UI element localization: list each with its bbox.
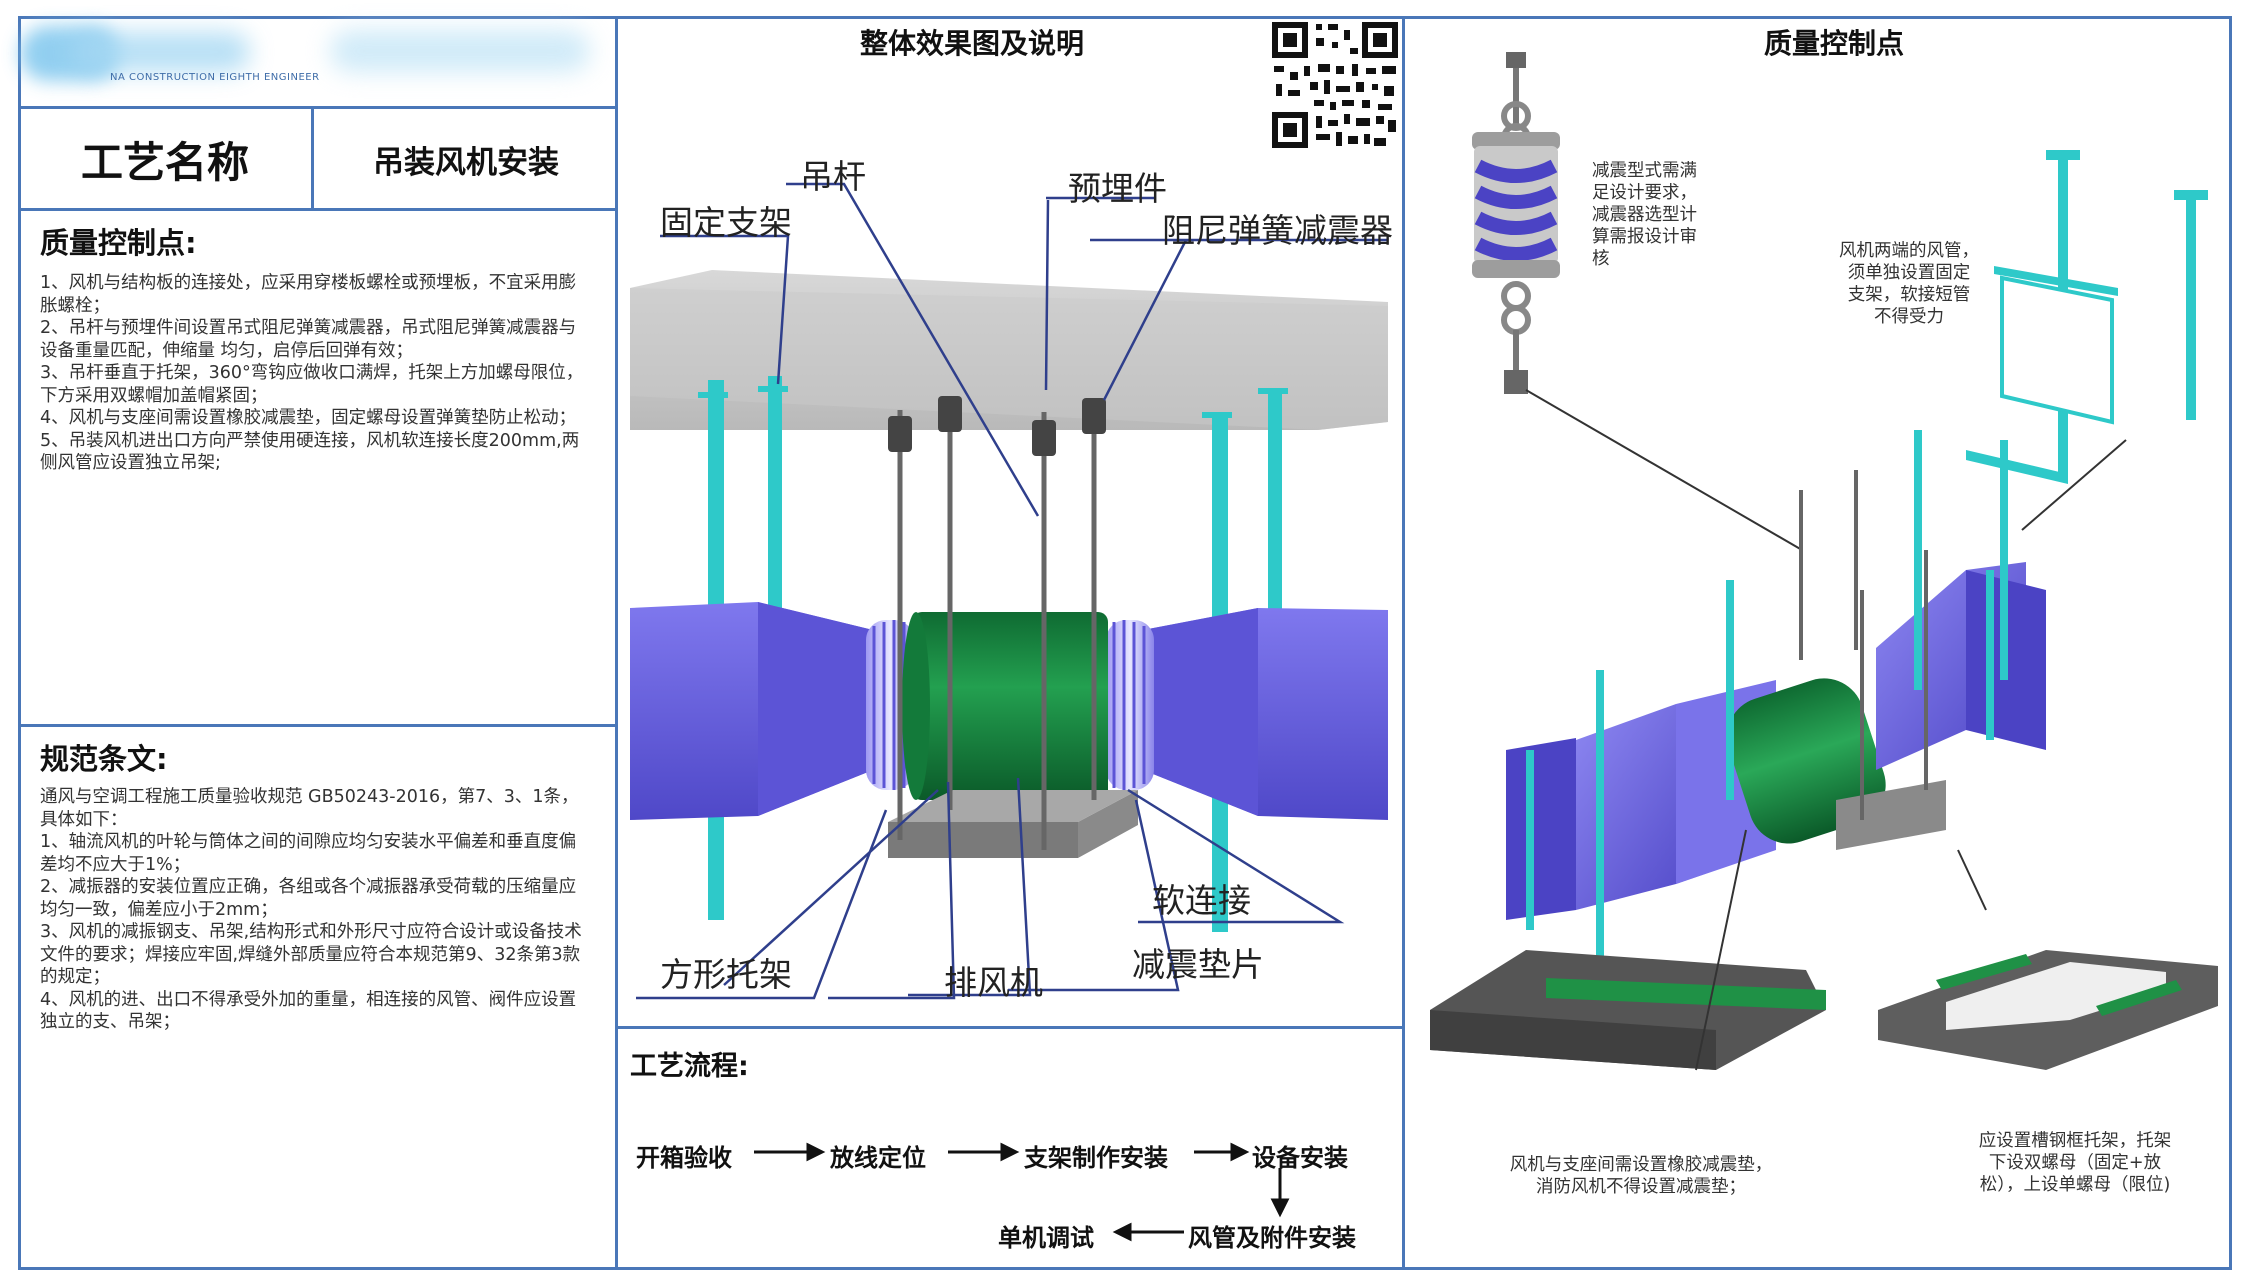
standards-item: 1、轴流风机的叶轮与筒体之间的间隙应均匀安装水平偏差和垂直度偏差均不应大于1%；: [40, 832, 577, 875]
label-hanger-rod: 吊杆: [800, 157, 866, 196]
standards-item: 通风与空调工程施工质量验收规范 GB50243-2016，第7、3、1条，具体如…: [40, 787, 579, 830]
label-embedded-part: 预埋件: [1068, 169, 1167, 208]
right-illustration: [1430, 52, 2218, 1071]
process-name-label: 工艺名称: [80, 137, 249, 187]
name-divider: [18, 208, 618, 211]
overview-illustration: [630, 182, 1388, 1000]
standards-item: 3、风机的减振钢支、吊架,结构形式和外形尺寸应符合设计或设备技术文件的要求；焊接…: [40, 922, 582, 987]
label-fixed-support: 固定支架: [660, 203, 792, 242]
flow-step-support: 支架制作安装: [1024, 1144, 1168, 1172]
pad-closeup-right: [1878, 950, 2218, 1070]
flow-title: 工艺流程:: [630, 1051, 749, 1082]
quality-title: 质量控制点:: [40, 226, 197, 260]
right-panel-frame: [1402, 16, 2232, 1270]
standards-item: 2、减振器的安装位置应正确，各组或各个减振器承受荷载的压缩量应均匀一致，偏差应小…: [40, 877, 577, 920]
quality-item: 4、风机与支座间需设置橡胶减震垫，固定螺母设置弹簧垫防止松动；: [40, 408, 577, 428]
quality-list: 1、风机与结构板的连接处，应采用穿楼板螺栓或预埋板，不宜采用膨胀螺栓； 2、吊杆…: [40, 272, 588, 475]
note-damper: 减震型式需满 足设计要求， 减震器选型计 算需报设计审 核: [1592, 161, 1697, 269]
flow-step-layout: 放线定位: [830, 1144, 926, 1172]
right-title: 质量控制点: [1764, 27, 1905, 60]
label-exhaust-fan: 排风机: [944, 963, 1043, 1002]
flow-step-unpack: 开箱验收: [636, 1144, 732, 1172]
note-duct-support: 风机两端的风管， 须单独设置固定 支架，软接短管 不得受力: [1839, 241, 1979, 327]
quality-item: 3、吊杆垂直于托架，360°弯钩应做收口满焊，托架上方加螺母限位，下方采用双螺帽…: [40, 363, 584, 406]
flow-step-duct: 风管及附件安装: [1188, 1224, 1356, 1252]
label-soft-connector: 软连接: [1152, 881, 1251, 920]
duct-assembly: [1506, 562, 2046, 930]
standards-title: 规范条文:: [40, 742, 168, 776]
flow-step-test: 单机调试: [998, 1224, 1094, 1252]
damper-closeup: [1472, 52, 1803, 551]
header-divider: [18, 106, 618, 109]
note-channel-frame: 应设置槽钢框托架，托架 下设双螺母（固定+放 松），上设单螺母（限位): [1978, 1131, 2172, 1195]
exhaust-fan-body: [912, 612, 1108, 800]
flow-divider: [615, 1026, 1405, 1029]
qr-code-icon[interactable]: [1270, 20, 1400, 150]
label-damping-pad: 减震垫片: [1132, 945, 1264, 984]
label-square-frame: 方形托架: [660, 955, 792, 994]
overview-title: 整体效果图及说明: [860, 27, 1085, 60]
note-rubber-pad: 风机与支座间需设置橡胶减震垫， 消防风机不得设置减震垫；: [1509, 1155, 1773, 1197]
hanger-rods: [897, 396, 1097, 850]
company-logo-blur: NA CONSTRUCTION EIGHTH ENGINEER: [10, 14, 610, 96]
soft-connector-right: [1106, 620, 1154, 790]
process-name-value: 吊装风机安装: [373, 144, 559, 181]
pad-closeup-left: [1430, 950, 1826, 1070]
quality-item: 1、风机与结构板的连接处，应采用穿楼板螺栓或预埋板，不宜采用膨胀螺栓；: [40, 273, 577, 316]
quality-item: 5、吊装风机进出口方向严禁使用硬连接，风机软连接长度200mm,两侧风管应设置独…: [40, 430, 580, 474]
standards-item: 4、风机的进、出口不得承受外加的重量，相连接的风管、阀件应设置独立的支、吊架；: [40, 989, 577, 1033]
flow-arrows: [754, 1142, 1290, 1242]
standards-list: 通风与空调工程施工质量验收规范 GB50243-2016，第7、3、1条，具体如…: [40, 786, 588, 1034]
flow-step-equipment: 设备安装: [1252, 1144, 1348, 1172]
section-divider: [18, 724, 618, 727]
spring-dampers: [888, 396, 1106, 456]
quality-item: 2、吊杆与预埋件间设置吊式阻尼弹簧减震器，吊式阻尼弹簧减震器与设备重量匹配，伸缩…: [40, 318, 577, 361]
company-text: NA CONSTRUCTION EIGHTH ENGINEER: [110, 72, 320, 83]
label-spring-damper: 阻尼弹簧减震器: [1162, 211, 1393, 250]
name-vertical-divider: [311, 106, 314, 210]
